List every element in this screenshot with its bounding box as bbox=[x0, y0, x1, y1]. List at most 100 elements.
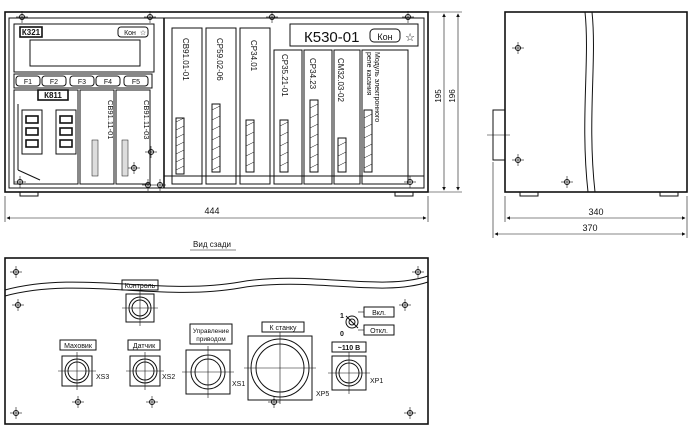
screw-icon bbox=[145, 146, 157, 158]
terminal-block-right bbox=[55, 109, 77, 155]
card-label-sv91: СВ91.01-01 bbox=[181, 38, 190, 81]
model-title-box bbox=[289, 23, 419, 47]
fuse-f3 bbox=[69, 75, 95, 87]
dimension-height bbox=[428, 11, 462, 193]
screw-icon bbox=[142, 179, 154, 191]
k321-module bbox=[13, 23, 155, 73]
otkl-label: Откл. bbox=[370, 328, 388, 335]
kon-small-badge bbox=[117, 26, 149, 38]
card-slots bbox=[171, 27, 409, 185]
front-view: К321 Кон ☆ F1 F2 F3 F4 F5 К811 bbox=[4, 11, 462, 222]
fuse-f4-label: F4 bbox=[104, 79, 112, 86]
screw-icon bbox=[14, 176, 26, 188]
screw-icon bbox=[512, 154, 524, 166]
break-line bbox=[591, 11, 596, 193]
rear-break-line bbox=[4, 281, 429, 297]
xs3-connector bbox=[58, 352, 96, 390]
depth-dim-inner: 340 bbox=[588, 207, 603, 217]
xp5-connector bbox=[244, 332, 316, 404]
otkl-label-box bbox=[363, 324, 395, 336]
fuse-f5 bbox=[123, 75, 149, 87]
card-label-sr34-23: СР34.23 bbox=[308, 58, 317, 90]
switch-pos-1: 1 bbox=[340, 313, 344, 320]
upravlenie-label-line2: приводом bbox=[196, 336, 226, 343]
fuse-f1-label: F1 bbox=[24, 79, 32, 86]
card-label-sr35: СР35.21-01 bbox=[280, 54, 289, 97]
k811-label-box bbox=[37, 89, 69, 101]
k-stanku-label: К станку bbox=[269, 325, 297, 332]
screw-icon bbox=[268, 396, 280, 408]
xs1-connector bbox=[182, 346, 234, 398]
side-view: 340 370 bbox=[487, 11, 688, 238]
screw-icon bbox=[146, 396, 158, 408]
terminal-block-left bbox=[17, 104, 43, 181]
k811-label: К811 bbox=[44, 91, 62, 100]
fuse-f2 bbox=[41, 75, 67, 87]
left-card-slot-1 bbox=[79, 89, 115, 185]
display-window bbox=[29, 39, 141, 67]
fuse-f5-label: F5 bbox=[132, 79, 140, 86]
kon-brand-label: Кон bbox=[377, 32, 392, 42]
xs3-label: XS3 bbox=[96, 374, 109, 381]
screw-icon bbox=[10, 266, 22, 278]
rear-view: Вид сзади bbox=[4, 240, 429, 425]
switch-pos-0: 0 bbox=[340, 331, 344, 338]
k321-label-box bbox=[19, 26, 43, 38]
star-icon: ☆ bbox=[140, 29, 146, 37]
k811-module bbox=[13, 89, 79, 185]
screw-icon bbox=[399, 299, 411, 311]
screw-icon bbox=[16, 11, 28, 23]
side-foot-left bbox=[519, 191, 539, 197]
card-label-sr59: СР59.02-06 bbox=[215, 38, 224, 81]
model-title: К530-01 bbox=[304, 29, 359, 46]
rear-view-title: Вид сзади bbox=[193, 240, 231, 249]
upravlenie-label-line1: Управление bbox=[193, 328, 230, 335]
card-handles bbox=[175, 99, 373, 175]
screw-icon bbox=[412, 266, 424, 278]
card-handle bbox=[121, 139, 129, 177]
xp1-connector bbox=[328, 352, 370, 394]
card-handle bbox=[91, 139, 99, 177]
power-switch[interactable] bbox=[345, 315, 359, 329]
kon-small-label: Кон bbox=[124, 30, 136, 37]
dimension-depth bbox=[492, 162, 688, 238]
card-label-sr34: СР34.01 bbox=[249, 40, 258, 72]
xs1-label: XS1 bbox=[232, 381, 245, 388]
vkl-label-box bbox=[363, 306, 395, 318]
left-card-slot-2 bbox=[115, 89, 151, 185]
k321-label: К321 bbox=[22, 28, 41, 37]
front-foot-left bbox=[19, 191, 39, 197]
side-foot-right bbox=[659, 191, 679, 197]
front-panel-frame bbox=[8, 17, 425, 189]
xp1-label: XP1 bbox=[370, 378, 383, 385]
fuse-row: F1 F2 F3 F4 F5 bbox=[13, 73, 153, 89]
left-card-2-label: СВ91.11-03 bbox=[142, 100, 151, 139]
screw-icon bbox=[561, 176, 573, 188]
front-foot-right bbox=[394, 191, 414, 197]
fuse-f3-label: F3 bbox=[78, 79, 86, 86]
rear-housing bbox=[4, 257, 429, 425]
screw-icon bbox=[404, 176, 416, 188]
xp5-label: XP5 bbox=[316, 391, 329, 398]
left-card-1-label: СВ91.11-01 bbox=[106, 100, 115, 139]
xs2-connector bbox=[126, 352, 164, 390]
k-stanku-label-box bbox=[261, 321, 305, 333]
kon-brand-badge bbox=[369, 28, 401, 43]
datchik-label-box bbox=[127, 339, 161, 351]
width-dim: 444 bbox=[204, 206, 219, 216]
star-icon: ☆ bbox=[405, 32, 415, 44]
mahovik-label-box bbox=[59, 339, 97, 351]
screw-icon bbox=[12, 299, 24, 311]
height-dim-inner: 195 bbox=[434, 89, 443, 103]
screw-icon bbox=[128, 162, 140, 174]
side-housing bbox=[504, 11, 688, 193]
screw-icon bbox=[266, 11, 278, 23]
break-line bbox=[584, 11, 589, 193]
rear-break-line bbox=[4, 275, 429, 291]
screw-icon bbox=[72, 396, 84, 408]
voltage-label: ~110 В bbox=[338, 345, 360, 352]
vkl-label: Вкл. bbox=[372, 310, 386, 317]
screw-icon bbox=[144, 11, 156, 23]
xs2-label: XS2 bbox=[162, 374, 175, 381]
